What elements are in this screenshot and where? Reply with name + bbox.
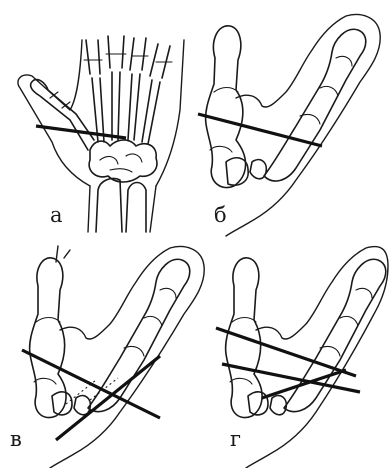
panel-b: б [198, 15, 380, 236]
panel-a-label: а [50, 203, 63, 227]
panel-b-skin [226, 15, 380, 236]
panel-b-wire [198, 114, 322, 146]
panel-d-label: г [230, 427, 241, 451]
panel-d-wire-1 [216, 328, 356, 376]
panel-c: в [10, 246, 204, 468]
panel-c-label: в [10, 427, 22, 451]
panel-c-skin [50, 246, 204, 468]
panel-a: а [18, 36, 184, 232]
panel-b-bones [206, 26, 366, 188]
panel-d: г [216, 247, 388, 468]
panel-b-label: б [214, 203, 227, 227]
